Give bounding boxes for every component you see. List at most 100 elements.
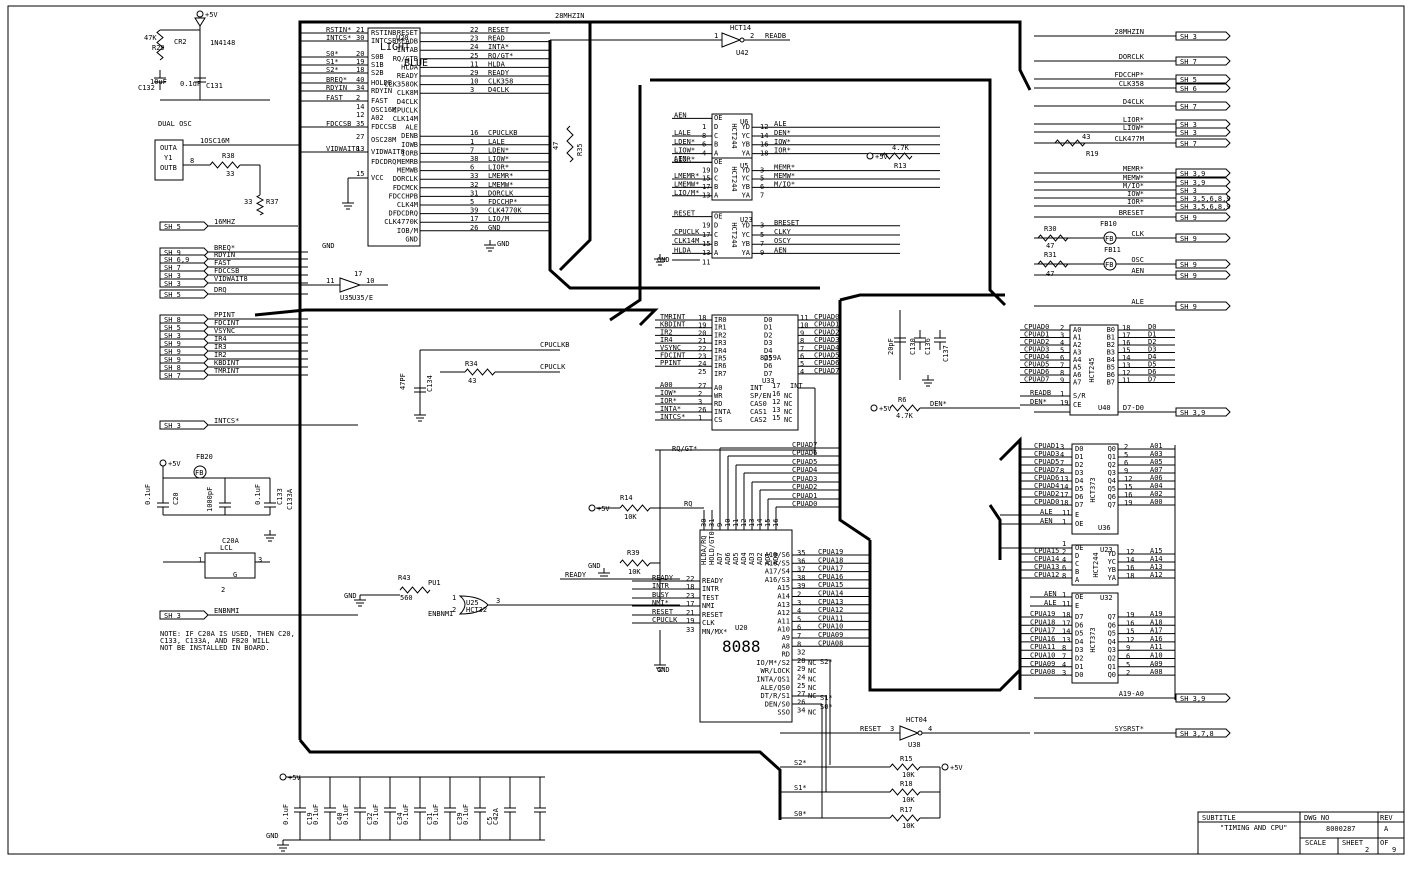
- pin-name: S2B: [371, 69, 384, 77]
- pin-label: CPUAD5: [814, 352, 839, 360]
- net-label: CPUAD6: [792, 449, 817, 457]
- pin-name: A7: [1073, 379, 1081, 387]
- pin-name: OE: [1075, 544, 1083, 552]
- ic-u40-hct245: [1069, 324, 1119, 416]
- pin-num: 20: [356, 50, 364, 58]
- pin-name: AD3: [748, 552, 756, 565]
- pin-label: A03: [1150, 450, 1163, 458]
- resistor-r6: [889, 404, 921, 412]
- pin-name: MEMWB: [397, 167, 418, 175]
- ic-u6-hct244: [711, 113, 753, 159]
- pin-name: AD7: [716, 552, 724, 565]
- pin-num: 5: [797, 615, 801, 623]
- pin-label: LIOR*: [488, 164, 509, 172]
- pin-num: 17: [686, 600, 694, 608]
- label: E: [1075, 511, 1079, 519]
- pin-name: A2: [1073, 341, 1081, 349]
- net-label: CPUAD0: [792, 500, 817, 508]
- pin-name: YB: [742, 240, 750, 248]
- signal-label: AEN: [1131, 267, 1144, 275]
- pin-num: 18: [356, 66, 364, 74]
- pin-name: Q0: [1108, 445, 1116, 453]
- sheet-ref: SH 3: [164, 272, 181, 280]
- label: 17: [354, 270, 362, 278]
- pin-name: D4: [764, 347, 772, 355]
- resistor-r17: [889, 814, 921, 822]
- pin-name: CS: [714, 416, 722, 424]
- pin-name: B: [714, 141, 718, 149]
- sheet-flag: [1175, 693, 1231, 703]
- pin-num: 4: [1062, 661, 1066, 669]
- label: 0.1uF: [282, 804, 290, 825]
- label: R34: [465, 360, 478, 368]
- label: 10K: [902, 822, 915, 830]
- label: "TIMING AND CPU": [1220, 824, 1287, 832]
- net-label: CPUCLK: [540, 363, 566, 371]
- pin-name: OE: [714, 158, 722, 166]
- sheet-ref: SH 9: [1180, 235, 1197, 243]
- sheet-ref: SH 3: [1180, 187, 1197, 195]
- resistor-r38: [209, 161, 241, 169]
- power-terminal: [941, 763, 949, 771]
- pin-label: CPUA08: [818, 639, 843, 647]
- signal-label: MEMW*: [1123, 174, 1144, 182]
- pin-name: IOB/M: [397, 227, 418, 235]
- label: 1: [714, 32, 718, 40]
- pin-label: CPUCLK: [674, 228, 700, 236]
- pin-num: 3: [470, 86, 474, 94]
- pin-name: A9: [782, 634, 790, 642]
- pin-num: 32: [470, 181, 478, 189]
- pin-num: 19: [1124, 499, 1132, 507]
- pin-num: 2: [1124, 443, 1128, 451]
- label: R43: [398, 574, 411, 582]
- ic-label: HCT244: [730, 123, 738, 148]
- pin-label: CPUA12: [818, 606, 843, 614]
- pin-num: 17: [1122, 332, 1130, 340]
- net-label: 28MHZIN: [555, 12, 585, 20]
- pin-num: 32: [797, 649, 805, 657]
- pin-label: CPUA17: [1030, 627, 1055, 635]
- power-terminal: [870, 404, 878, 412]
- label: 19: [1060, 399, 1068, 407]
- label: OE: [1075, 593, 1083, 601]
- pin-label: LMEMW*: [488, 181, 513, 189]
- ferrite-fb: [1103, 257, 1117, 271]
- label: U35: [340, 294, 353, 302]
- pin-name: B7: [1107, 379, 1115, 387]
- pin-name: YC: [742, 175, 750, 183]
- signal-label: LIOR*: [1123, 116, 1144, 124]
- pin-label: M/IO*: [774, 180, 795, 188]
- pin-name: YC: [742, 132, 750, 140]
- pin-num: 23: [686, 592, 694, 600]
- signal-label: SYSRST*: [1114, 725, 1144, 733]
- label: C34: [396, 812, 404, 825]
- pin-name: D: [714, 166, 718, 174]
- signal-label: IOR*: [1127, 198, 1144, 206]
- pin-name: A10: [777, 626, 790, 634]
- signal-label: M/IO*: [1123, 182, 1144, 190]
- pin-name: A15: [777, 584, 790, 592]
- label: HCT04: [906, 716, 927, 724]
- pin-num: 7: [1060, 459, 1064, 467]
- sheet-flag: [1175, 31, 1231, 41]
- pin-name: IR5: [714, 355, 727, 363]
- pin-name: READY: [397, 72, 419, 80]
- signal-label: VSYNC: [214, 327, 235, 335]
- pin-label: GND: [488, 224, 501, 232]
- pin-label: ALE: [774, 120, 787, 128]
- label: AEN: [1040, 517, 1053, 525]
- pin-num: 14: [356, 103, 364, 111]
- sheet-ref: SH 3: [164, 612, 181, 620]
- pin-label: LIO/M*: [674, 189, 699, 197]
- pin-label: CPUAD4: [1034, 482, 1059, 490]
- net-label: CPUAD3: [792, 475, 817, 483]
- signal-label: ALE: [1131, 298, 1144, 306]
- pin-num: 19: [686, 617, 694, 625]
- label: C133: [276, 488, 284, 505]
- inverter-bubble: [917, 730, 923, 736]
- pin-name: Q2: [1108, 655, 1116, 663]
- pin-label: AEN: [774, 246, 787, 254]
- pin-name: B0: [1107, 326, 1115, 334]
- label: R13: [894, 162, 907, 170]
